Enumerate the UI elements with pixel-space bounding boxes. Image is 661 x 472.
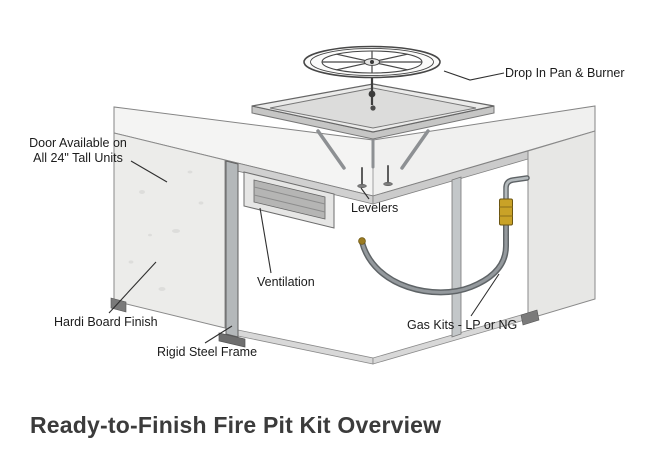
flex-pipe-corrugation <box>360 222 508 295</box>
brass-valve <box>499 198 513 226</box>
frame-post-right <box>451 176 462 338</box>
vent-slat <box>253 194 326 213</box>
panel-texture <box>128 170 204 291</box>
label-drop-in-pan: Drop In Pan & Burner <box>505 66 625 80</box>
steel-frame-legs <box>110 160 540 348</box>
label-levelers: Levelers <box>351 201 399 215</box>
support-brace <box>316 129 346 170</box>
vent-slat <box>253 186 326 205</box>
end-panel-right <box>527 130 596 320</box>
ring-hub-bolt <box>370 60 374 64</box>
label-door-line2: All 24" Tall Units <box>33 151 123 165</box>
label-door-available: Door Available on All 24" Tall Units <box>22 136 134 166</box>
post-foot <box>218 332 246 348</box>
panels <box>113 130 596 329</box>
leader-hardi-board <box>108 261 157 314</box>
air-mixer <box>368 90 376 98</box>
page-title: Ready-to-Finish Fire Pit Kit Overview <box>30 412 442 438</box>
rigid-steel-frame-post <box>225 160 239 338</box>
gas-inlet-fitting <box>358 237 366 245</box>
label-gas-kits: Gas Kits - LP or NG <box>407 318 518 332</box>
pan-supports <box>316 129 430 189</box>
pan-center-fitting <box>370 105 376 111</box>
leader-ventilation <box>259 207 272 274</box>
burner-stem <box>368 77 376 105</box>
leader-door <box>130 160 168 183</box>
ring-rim-line <box>310 47 434 77</box>
label-door-line1: Door Available on <box>29 136 127 150</box>
label-ventilation: Ventilation <box>257 275 315 289</box>
drop-in-pan <box>251 83 495 140</box>
right-panel-foot <box>520 309 540 326</box>
support-brace <box>400 129 430 170</box>
leader-lines <box>108 70 505 344</box>
leader-levelers <box>360 187 370 200</box>
vent-grille <box>253 179 326 220</box>
gas-line <box>358 175 530 296</box>
leader-steel-frame <box>204 325 233 344</box>
lower-rail-left <box>237 329 374 365</box>
burner-ring <box>303 45 441 79</box>
leader-gas-kits <box>470 273 500 317</box>
label-steel-frame: Rigid Steel Frame <box>157 345 258 359</box>
ventilation-box <box>243 171 335 229</box>
label-hardi-board: Hardi Board Finish <box>54 315 158 329</box>
hardi-board-panel-left <box>113 132 226 329</box>
levelers <box>357 165 393 189</box>
leader-drop-in-pan <box>443 70 505 81</box>
